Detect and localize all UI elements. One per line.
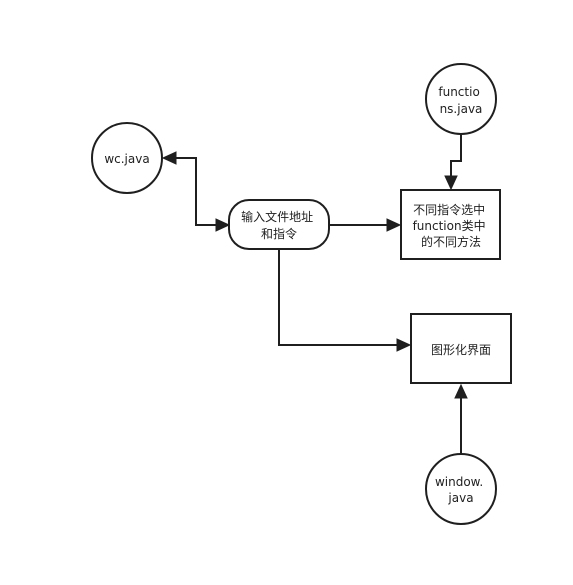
- svg-text:functio ns.java: functio ns.java: [438, 85, 483, 116]
- svg-text:不同指令选中 function类中: 不同指令选中 function类中 的不同方法: [413, 202, 490, 249]
- node-functions-java-line-2: ns.java: [440, 102, 483, 116]
- node-dispatch-line-3: 的不同方法: [421, 234, 481, 249]
- node-dispatch-line-1: 不同指令选中: [413, 202, 485, 217]
- node-functions-java-line-1: functio: [438, 85, 479, 99]
- arrowhead-to-wc-java: [161, 151, 177, 165]
- node-input-line-2: 和指令: [261, 226, 297, 241]
- arrowhead-to-dispatch-top: [444, 175, 458, 191]
- arrowhead-to-gui-left: [396, 338, 412, 352]
- svg-text:wc.java: wc.java: [104, 152, 149, 166]
- node-functions-java: functio ns.java: [425, 63, 497, 135]
- svg-text:图形化界面: 图形化界面: [431, 343, 491, 357]
- node-input-line-1: 输入文件地址: [241, 209, 313, 224]
- svg-text:window. java: window. java: [435, 475, 487, 505]
- arrowhead-to-gui-bottom: [454, 383, 468, 399]
- edge-functions-java-dispatch: [450, 134, 462, 178]
- svg-text:输入文件地址 和指令: 输入文件地址 和指令: [241, 209, 317, 241]
- arrowhead-to-input: [215, 218, 231, 232]
- node-wc-java: wc.java: [91, 122, 163, 194]
- edges: [161, 134, 468, 455]
- node-gui-line-1: 图形化界面: [431, 343, 491, 357]
- node-dispatch-line-2: function类中: [413, 218, 486, 233]
- node-wc-java-line-1: wc.java: [104, 152, 149, 166]
- edge-input-gui: [278, 250, 398, 346]
- node-window-java-line-2: java: [447, 491, 473, 505]
- edge-input-wc-java: [174, 157, 228, 226]
- node-window-java: window. java: [425, 453, 497, 525]
- node-dispatch: 不同指令选中 function类中 的不同方法: [400, 189, 501, 260]
- node-window-java-line-1: window.: [435, 475, 483, 489]
- arrowhead-to-dispatch-left: [386, 218, 402, 232]
- node-input: 输入文件地址 和指令: [228, 199, 330, 250]
- node-gui: 图形化界面: [410, 313, 512, 384]
